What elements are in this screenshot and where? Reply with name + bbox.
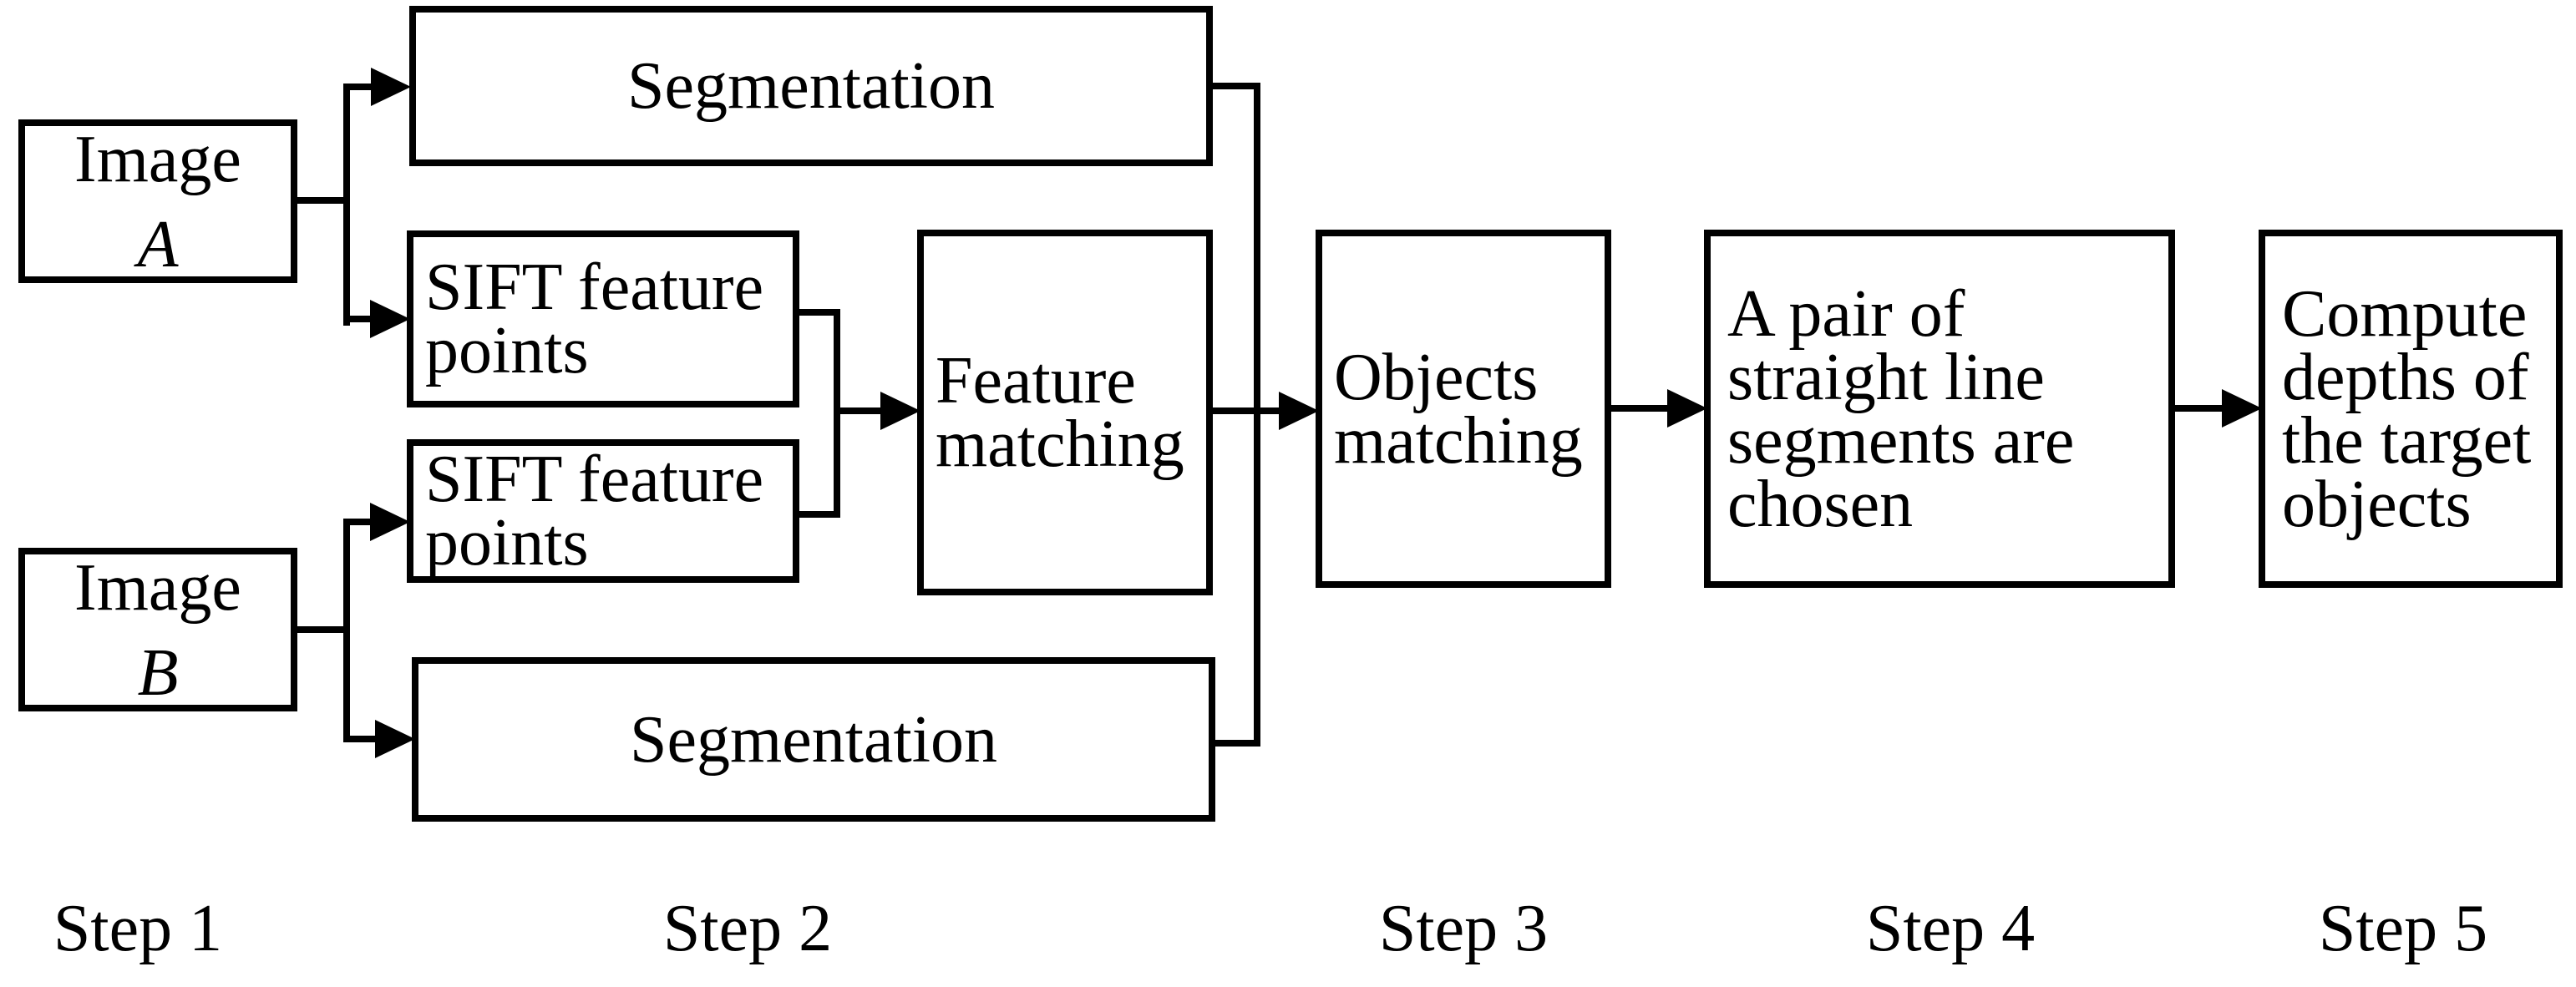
line-pair-chosen-box: A pair of straight line segments are cho… xyxy=(1704,230,2175,588)
box-text-line: B xyxy=(137,636,179,710)
box-text-line: A xyxy=(137,208,179,281)
box-text-line: depths of xyxy=(2282,340,2529,414)
box-text-line: Image xyxy=(74,123,241,196)
objects-matching-box: Objects matching xyxy=(1316,230,1611,588)
connector-line xyxy=(795,511,840,518)
step-4-label: Step 4 xyxy=(1865,892,2036,965)
connector-line xyxy=(343,519,350,742)
step-3-label: Step 3 xyxy=(1378,892,1549,965)
arrowhead xyxy=(2222,389,2262,428)
connector-line xyxy=(343,316,372,322)
box-text-line: Objects xyxy=(1334,340,1539,414)
connector-line xyxy=(1254,83,1260,747)
box-text-line: points xyxy=(425,314,589,387)
connector-line xyxy=(2172,405,2222,412)
connector-line xyxy=(343,736,378,742)
connector-line xyxy=(834,309,840,518)
box-text-line: Segmentation xyxy=(627,49,995,123)
connector-line xyxy=(840,407,880,414)
connector-line xyxy=(1608,405,1667,412)
box-text-line: Image xyxy=(74,551,241,625)
box-text-line: Feature xyxy=(936,344,1136,418)
connector-line xyxy=(343,84,373,90)
step-2-label: Step 2 xyxy=(662,892,833,965)
sift-feature-points-b-box: SIFT feature points xyxy=(407,439,799,583)
box-text-line: objects xyxy=(2282,467,2472,541)
box-text-line: SIFT feature xyxy=(425,251,764,324)
connector-line xyxy=(343,519,372,525)
box-text-line: the target xyxy=(2282,403,2532,478)
box-text-line: matching xyxy=(936,407,1184,481)
connector-line xyxy=(1209,83,1260,89)
box-text-line: Compute xyxy=(2282,276,2528,351)
arrowhead xyxy=(880,392,920,430)
arrowhead xyxy=(371,68,411,106)
connector-line xyxy=(294,626,350,633)
segmentation-top-box: Segmentation xyxy=(409,6,1213,166)
image-b-box: Image B xyxy=(18,548,297,711)
connector-line xyxy=(1209,407,1279,414)
box-text-line: points xyxy=(425,506,589,580)
connector-line xyxy=(1212,740,1260,747)
arrowhead xyxy=(375,720,415,758)
connector-line xyxy=(795,309,840,316)
image-a-box: Image A xyxy=(18,119,297,283)
step-1-label: Step 1 xyxy=(53,892,223,965)
segmentation-bottom-box: Segmentation xyxy=(412,657,1215,822)
box-text-line: matching xyxy=(1334,403,1583,478)
arrowhead xyxy=(370,300,410,338)
box-text-line: SIFT feature xyxy=(425,443,764,516)
box-text-line: chosen xyxy=(1727,467,1914,541)
arrowhead xyxy=(370,503,410,541)
arrowhead xyxy=(1667,389,1707,428)
connector-line xyxy=(294,197,350,204)
compute-depths-box: Compute depths of the target objects xyxy=(2259,230,2563,588)
feature-matching-box: Feature matching xyxy=(917,230,1213,595)
step-5-label: Step 5 xyxy=(2318,892,2488,965)
connector-line xyxy=(343,84,350,326)
arrowhead xyxy=(1279,392,1319,430)
box-text-line: Segmentation xyxy=(630,702,997,777)
box-text-line: segments are xyxy=(1727,403,2075,478)
box-text-line: straight line xyxy=(1727,340,2045,414)
box-text-line: A pair of xyxy=(1727,276,1965,351)
sift-feature-points-a-box: SIFT feature points xyxy=(407,230,799,407)
